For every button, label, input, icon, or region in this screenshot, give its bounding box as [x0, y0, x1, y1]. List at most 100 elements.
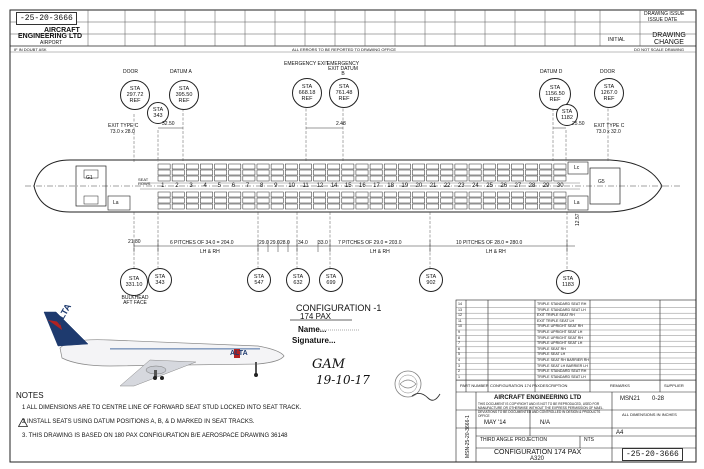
seat [171, 191, 185, 198]
seat [186, 175, 199, 182]
seat [398, 191, 411, 198]
dimension-label: 10 PITCHES OF 28.0 = 280.0 [456, 240, 523, 246]
dimension-label: 33.0 [318, 240, 328, 246]
seat [553, 191, 567, 198]
seat [553, 203, 567, 210]
seat [284, 169, 298, 176]
seat [497, 197, 510, 204]
seat [242, 203, 256, 210]
seat [553, 169, 567, 176]
aircraft-type: A320 [530, 456, 545, 462]
seat-row-number: 12 [316, 183, 324, 189]
seat [383, 163, 397, 170]
seat [327, 169, 341, 176]
seat [355, 191, 369, 198]
seat [299, 163, 312, 170]
seat [256, 197, 270, 204]
seat [553, 163, 567, 170]
table-row-description: EXIT TRIPLE SEAT RH [537, 313, 575, 318]
seat [440, 169, 454, 176]
dimension-label: 32.50 [162, 121, 175, 127]
seat [454, 163, 468, 170]
seat [214, 175, 227, 182]
dimension-sublabel: LH & RH [200, 249, 220, 255]
seat [454, 191, 468, 198]
seat-row-number: 15 [344, 183, 352, 189]
seat [539, 203, 553, 210]
seat-row-number: 1 [161, 183, 165, 189]
seat [412, 169, 425, 176]
seat [341, 163, 355, 170]
seat [454, 203, 468, 210]
seat [327, 203, 341, 210]
seat [553, 197, 567, 204]
seat-row-number: 2 [175, 183, 179, 189]
seat [256, 191, 270, 198]
seat-row-number: 17 [373, 183, 380, 189]
table-row-number: 13 [458, 307, 462, 312]
title-company: AIRCRAFT ENGINEERING LTD [494, 395, 582, 401]
seat [214, 203, 227, 210]
table-row-description: TRIPLE SEAT RH BARRIER RH [537, 358, 589, 362]
seat [200, 169, 213, 176]
table-row-number: 12 [458, 313, 462, 318]
seat [539, 175, 553, 182]
seat [412, 197, 425, 204]
seat [341, 191, 355, 198]
table-row-description: TRIPLE STANDARD SEAT LH [537, 307, 586, 312]
seat-row-number: 19 [401, 183, 409, 189]
seat [497, 191, 510, 198]
station-caption: DOOR [123, 69, 138, 75]
seat [157, 203, 171, 210]
seat [412, 203, 425, 210]
table-header-remarks: REMARKS [610, 383, 630, 388]
seat [468, 163, 482, 170]
seat [412, 175, 425, 182]
seat [454, 175, 468, 182]
table-row-number: 5 [458, 352, 460, 357]
seat [383, 191, 397, 198]
drawing-change-label: DRAWING CHANGE [652, 32, 686, 46]
date: MAY '14 [484, 420, 506, 426]
seat [525, 197, 538, 204]
dimension-label: 12.57 [575, 213, 581, 226]
seat [355, 197, 369, 204]
seat [383, 203, 397, 210]
table-row-number: 6 [458, 346, 460, 351]
seat [256, 163, 270, 170]
seat-row-number: 23 [457, 183, 465, 189]
seat [511, 175, 524, 182]
seat [242, 163, 256, 170]
seat-row-number: 6 [231, 183, 236, 189]
seat [426, 203, 440, 210]
seat [482, 191, 496, 198]
warning-triangle-icon [18, 418, 28, 427]
station-caption: EMERGENCY EXIT DATUM B [326, 61, 360, 77]
table-row-number: 4 [458, 358, 460, 362]
seat-row-number: 20 [415, 183, 423, 189]
seat-row-number: 3 [189, 183, 193, 189]
seat [426, 169, 440, 176]
seat-rows-label: SEAT ROWS [138, 177, 151, 186]
seat-row-number: 14 [330, 183, 338, 189]
seat [242, 175, 256, 182]
seat [468, 197, 482, 204]
config-row: CONFIGURATION 174 PAX [490, 383, 540, 388]
seat [525, 175, 538, 182]
seat [539, 169, 553, 176]
seat [525, 191, 538, 198]
seat [482, 169, 496, 176]
seat [497, 175, 510, 182]
right-note: DO NOT SCALE DRAWING [634, 47, 685, 52]
seat-row-number: 21 [429, 183, 437, 189]
table-row-description: EXIT TRIPLE SEAT LH [537, 318, 575, 323]
seat [454, 197, 468, 204]
name-label: Name... [298, 325, 327, 334]
seat [270, 203, 284, 210]
seat [171, 169, 185, 176]
table-row-number: 7 [458, 341, 460, 346]
